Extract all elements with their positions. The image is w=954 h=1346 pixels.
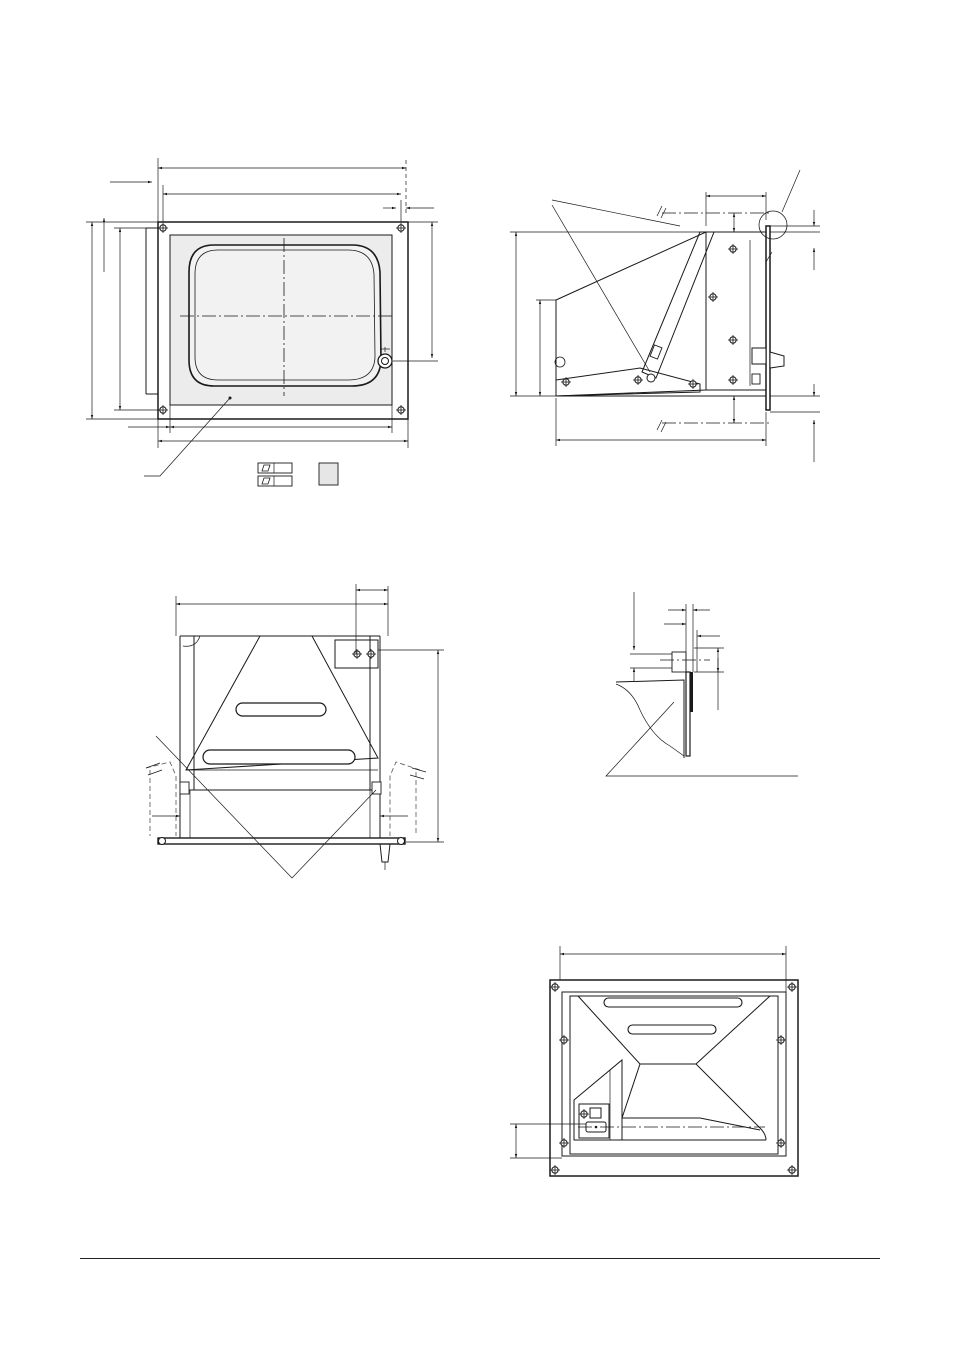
bracket-pivot [646,373,656,383]
side-leader-2 [551,199,681,227]
top-lower-chassis [179,789,381,839]
rear-screw [786,981,798,993]
rear-funnel-top [577,995,771,1065]
top-front-panel [157,837,406,845]
front-screw-br [395,404,407,416]
top-latch-left [179,781,190,795]
cabinet-outline-right [389,761,421,836]
control-knob-center [381,357,389,365]
top-corner-curve [182,635,201,647]
cabinet-outline-left [145,761,177,836]
rear-screw [786,1164,798,1176]
cabinet-hatch [145,762,427,780]
side-front-panel [765,225,771,411]
rear-vent-slot-2 [627,1024,717,1035]
rear-chassis [569,995,779,1155]
side-screw [727,243,739,255]
rear-frame-inner [561,991,787,1157]
legend-box-2 [257,475,293,487]
side-latch [765,251,773,263]
front-screw-tr [395,222,407,234]
front-view [86,158,438,487]
top-view [145,584,444,879]
legend [257,462,339,487]
legend-box-1 [257,462,293,474]
top-panel-screw-right [397,837,405,845]
rear-screw [549,981,561,993]
side-chassis-outline [705,232,766,391]
rear-view [510,946,799,1177]
front-frame-outer [157,221,409,420]
detail-gasket [690,672,693,712]
side-bottom-rail [555,367,701,397]
legend-grey-swatch [318,462,339,486]
crt-screen [188,244,382,387]
parallelogram-icon [261,464,271,472]
side-connector [751,373,761,385]
rear-screw [558,1137,570,1149]
rear-screw [549,1164,561,1176]
top-leader-lines [155,735,377,879]
side-view [510,169,820,462]
control-knob [377,353,393,369]
rear-frame-outer [549,979,799,1177]
side-knob-housing [751,347,767,365]
parallelogram-icon [261,477,271,485]
rear-funnel-right [695,1063,761,1129]
break-mark [656,419,667,433]
side-rear-hole [554,356,566,368]
crt-screen-inner [194,249,376,381]
rear-switch [589,1107,602,1119]
detail-circle-leader [781,169,801,213]
footer-rule [80,1258,880,1259]
side-knob [769,351,785,369]
top-crt-funnel [185,635,379,771]
top-latch-right [371,781,382,795]
side-screw [727,374,739,386]
rear-vent-slot-1 [603,997,743,1008]
rear-screw [558,1034,570,1046]
detail-screw-boss [671,651,687,673]
front-leader-line [144,397,231,477]
side-leader-1 [551,204,651,373]
top-bracket-screw [351,648,363,660]
detail-front-panel [685,671,691,757]
side-screw [727,334,739,346]
vent-slot-2 [202,749,356,765]
side-screw [707,291,719,303]
detail-view [605,592,798,777]
detail-circle [758,210,788,240]
vent-slot-1 [235,702,327,717]
top-knob-stem [379,843,391,863]
detail-leader-line [605,701,798,777]
side-screw [632,374,644,386]
rear-funnel-curve [759,1127,767,1141]
top-panel-screw-left [158,837,166,845]
top-bracket [334,639,379,669]
rear-funnel-bottom [621,1063,761,1131]
bracket-slot [649,344,663,360]
crt-tube-profile [555,231,707,397]
top-bracket-screw [365,648,377,660]
detail-chassis-edge [615,679,685,758]
detail-break-line [615,683,685,757]
break-mark [656,205,667,219]
side-screw [687,378,699,390]
top-left-wall [179,636,195,791]
